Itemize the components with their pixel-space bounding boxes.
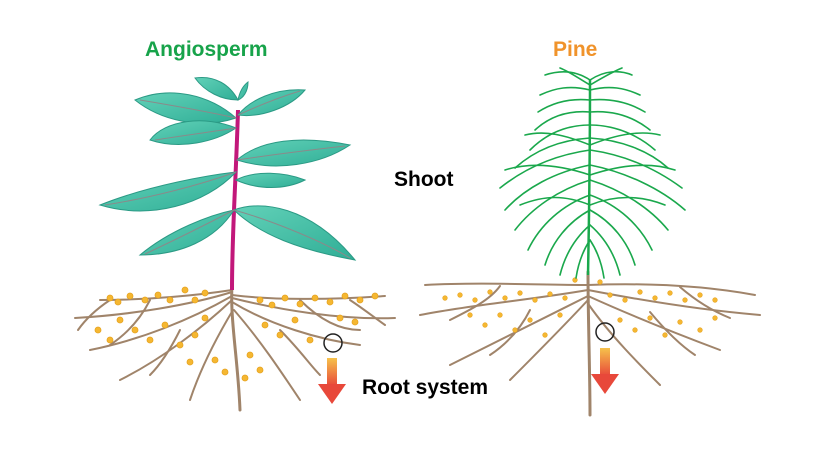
root-system-label: Root system <box>362 376 489 399</box>
angiosperm-mycorrhizae <box>94 286 379 382</box>
angiosperm-leaf-veins <box>104 90 351 259</box>
angiosperm-leaves <box>98 76 357 261</box>
pine-trunk <box>586 79 592 276</box>
angiosperm-label: Angiosperm <box>145 38 268 61</box>
shoot-label: Shoot <box>394 168 454 191</box>
pine-label: Pine <box>553 38 598 61</box>
down-arrow-icon <box>318 358 346 404</box>
pine-needles <box>499 67 686 279</box>
angiosperm-stem <box>230 109 240 291</box>
pine-plant <box>419 67 761 417</box>
angiosperm-root-system <box>74 283 396 412</box>
pine-mycorrhizae <box>442 277 718 338</box>
angiosperm-plant <box>74 76 396 412</box>
down-arrow-icon <box>591 348 619 394</box>
magnify-circle-icon <box>323 333 343 353</box>
magnify-circle-icon <box>595 322 615 342</box>
